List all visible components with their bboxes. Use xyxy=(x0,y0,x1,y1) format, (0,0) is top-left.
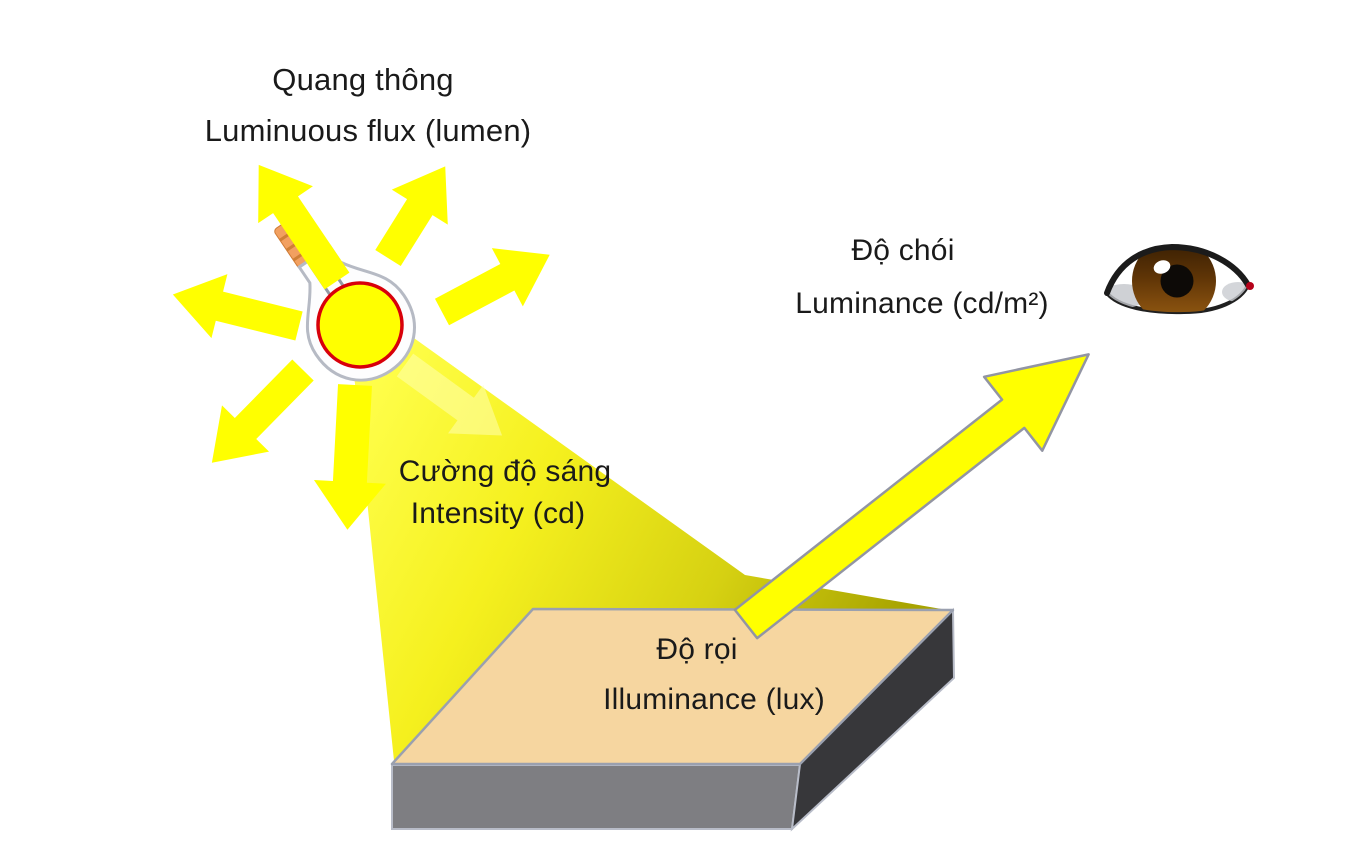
surface-front-face xyxy=(391,764,802,830)
flux-arrows xyxy=(172,164,550,530)
eye-caruncle-red-dot xyxy=(1246,282,1254,290)
flux-arrow-down-left-icon xyxy=(211,359,314,463)
flux-arrow-up-right-icon xyxy=(375,166,448,266)
flux-arrow-left-icon xyxy=(172,274,303,341)
label-intensity-vi: Cường độ sáng xyxy=(398,455,612,488)
surface-top-face xyxy=(390,607,955,766)
flux-arrow-right-icon xyxy=(434,248,550,326)
flux-arrow-down-icon xyxy=(313,384,386,530)
label-intensity-en: Intensity (cd) xyxy=(410,497,586,530)
cone-inner-arrow xyxy=(396,353,503,436)
eye-highlight xyxy=(1153,260,1171,274)
eye-pupil xyxy=(1160,264,1194,298)
label-illuminance-en: Illuminance (lux) xyxy=(603,683,825,716)
eye-upper-lid xyxy=(1104,243,1251,296)
label-luminous-flux-en: Luminuous flux (lumen) xyxy=(204,113,532,148)
bulb-glow-circle xyxy=(316,281,404,369)
illuminated-surface xyxy=(390,607,956,832)
flux-arrow-up-left-icon xyxy=(258,164,350,290)
label-luminance-en: Luminance (cd/m²) xyxy=(795,287,1049,320)
label-illuminance-vi: Độ rọi xyxy=(656,633,738,666)
luminance-arrow-icon xyxy=(733,353,1090,640)
eye-icon xyxy=(1104,243,1254,315)
label-luminance-vi: Độ chói xyxy=(851,234,955,267)
label-luminous-flux-vi: Quang thông xyxy=(272,62,454,97)
